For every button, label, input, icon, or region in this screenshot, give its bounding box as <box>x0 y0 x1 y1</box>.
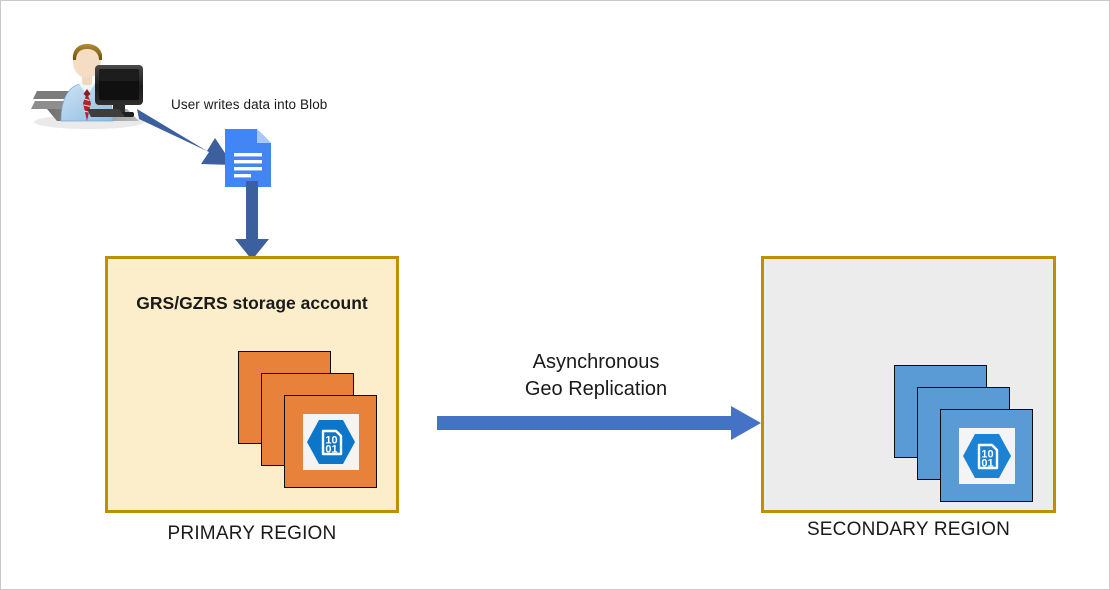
arrow-down-icon <box>235 181 269 260</box>
geo-replication-caption: Asynchronous Geo Replication <box>431 349 761 403</box>
primary-storage-stack: 10 01 <box>238 351 378 488</box>
geo-replication-line-2: Geo Replication <box>524 378 668 400</box>
blob-emblem: 10 01 <box>958 427 1015 484</box>
blob-document-icon <box>225 129 271 187</box>
primary-region-title: GRS/GZRS storage account <box>136 293 368 313</box>
azure-blob-hexagon-icon: 10 01 <box>306 419 355 464</box>
primary-region-label: PRIMARY REGION <box>167 523 337 544</box>
arrow-diagonal-icon <box>137 109 233 165</box>
storage-card-front: 10 01 <box>940 409 1033 502</box>
blob-digits-top: 10 <box>325 434 337 446</box>
arrow-right-icon <box>437 406 761 440</box>
azure-blob-hexagon-icon: 10 01 <box>962 433 1011 478</box>
user-at-computer-icon <box>31 44 144 129</box>
blob-emblem: 10 01 <box>302 413 359 470</box>
user-writes-caption: User writes data into Blob <box>171 97 328 112</box>
secondary-storage-stack: 10 01 <box>894 365 1034 502</box>
storage-card-front: 10 01 <box>284 395 377 488</box>
blob-digits-bottom: 01 <box>981 457 993 469</box>
blob-digits-top: 10 <box>981 448 993 460</box>
secondary-region-label: SECONDARY REGION <box>806 519 1011 540</box>
geo-replication-line-1: Asynchronous <box>532 351 660 373</box>
blob-digits-bottom: 01 <box>325 443 337 455</box>
